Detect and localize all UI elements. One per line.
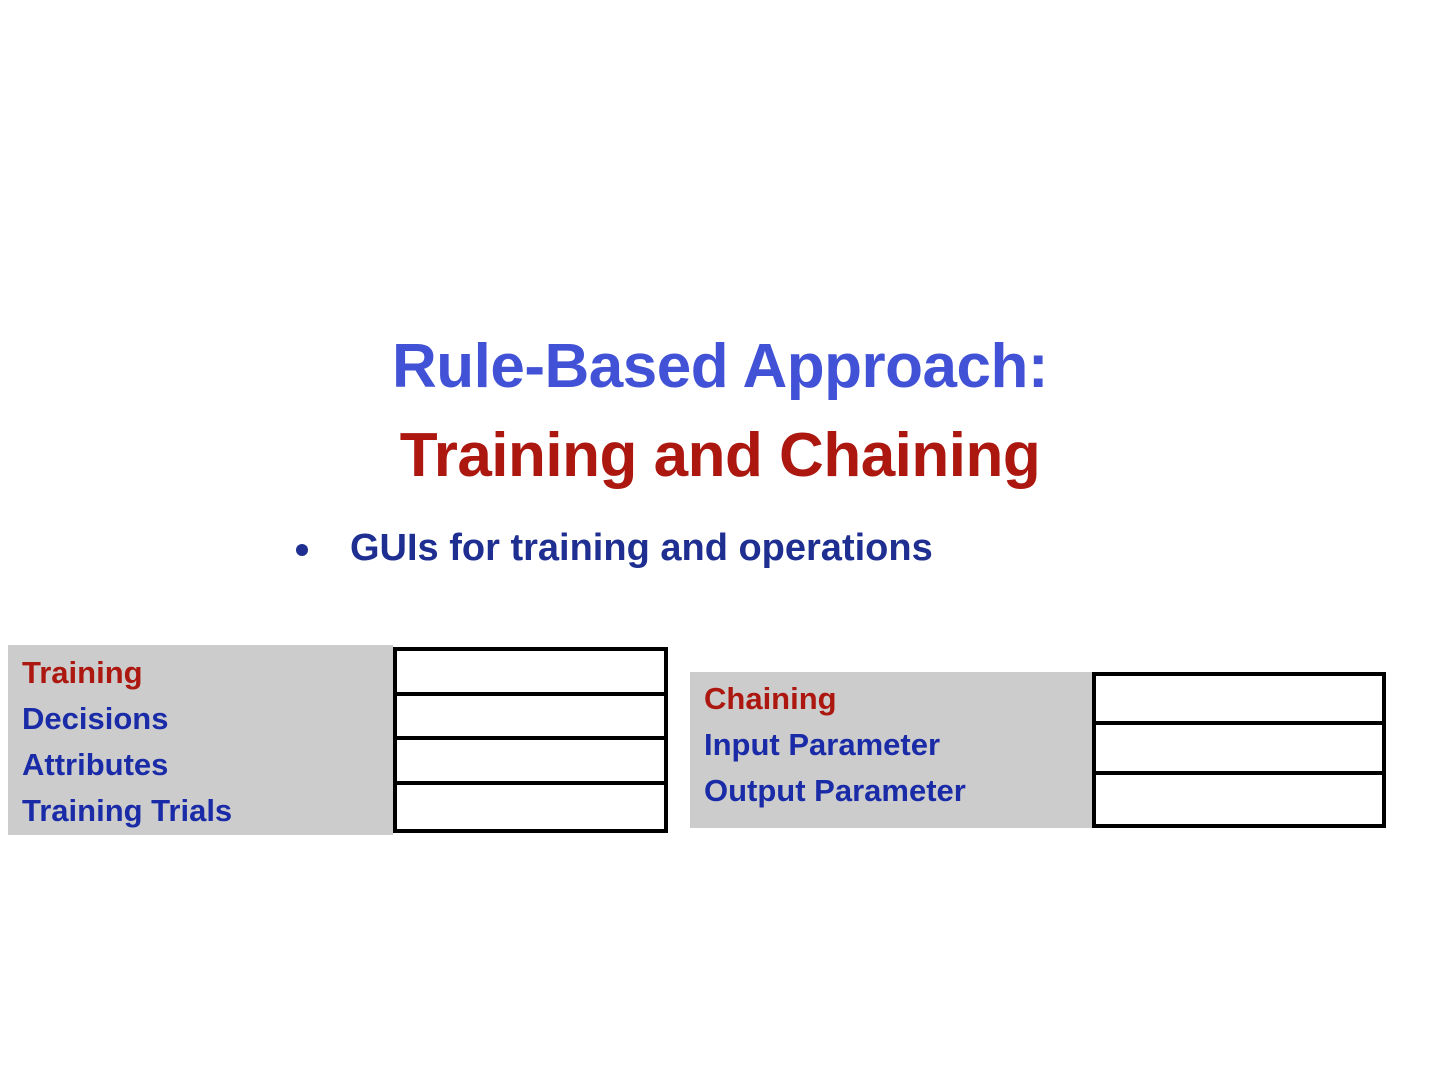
training-panel-heading: Training: [22, 655, 143, 690]
chaining-panel-labels: Chaining Input Parameter Output Paramete…: [690, 672, 1092, 828]
title-line-primary: Rule-Based Approach:: [391, 332, 1049, 401]
chaining-field-row-1[interactable]: [1096, 676, 1382, 726]
title-line-secondary: Training and Chaining: [399, 421, 1041, 490]
training-field-row-4[interactable]: [397, 784, 664, 829]
training-label-attributes: Attributes: [22, 747, 169, 782]
bullet-text: GUIs for training and operations: [350, 527, 933, 569]
training-panel-fields: [393, 647, 668, 833]
chaining-field-row-3[interactable]: [1096, 774, 1382, 824]
chaining-panel-fields: [1092, 672, 1386, 828]
training-gui-panel: Training Decisions Attributes Training T…: [8, 645, 668, 835]
training-label-decisions: Decisions: [22, 701, 169, 736]
chaining-label-output-parameter: Output Parameter: [704, 773, 966, 808]
chaining-label-input-parameter: Input Parameter: [704, 727, 941, 762]
training-panel-labels: Training Decisions Attributes Training T…: [8, 645, 393, 835]
bullet-list-item: GUIs for training and operations: [296, 523, 933, 573]
chaining-panel-heading: Chaining: [704, 681, 837, 716]
bullet-dot-icon: [296, 544, 308, 556]
training-field-row-2[interactable]: [397, 695, 664, 740]
training-field-row-3[interactable]: [397, 740, 664, 785]
chaining-field-row-2[interactable]: [1096, 725, 1382, 775]
chaining-gui-panel: Chaining Input Parameter Output Paramete…: [690, 672, 1386, 828]
training-field-row-1[interactable]: [397, 651, 664, 696]
training-label-training-trials: Training Trials: [22, 793, 233, 828]
slide-title: Rule-Based Approach: Training and Chaini…: [0, 322, 1440, 500]
